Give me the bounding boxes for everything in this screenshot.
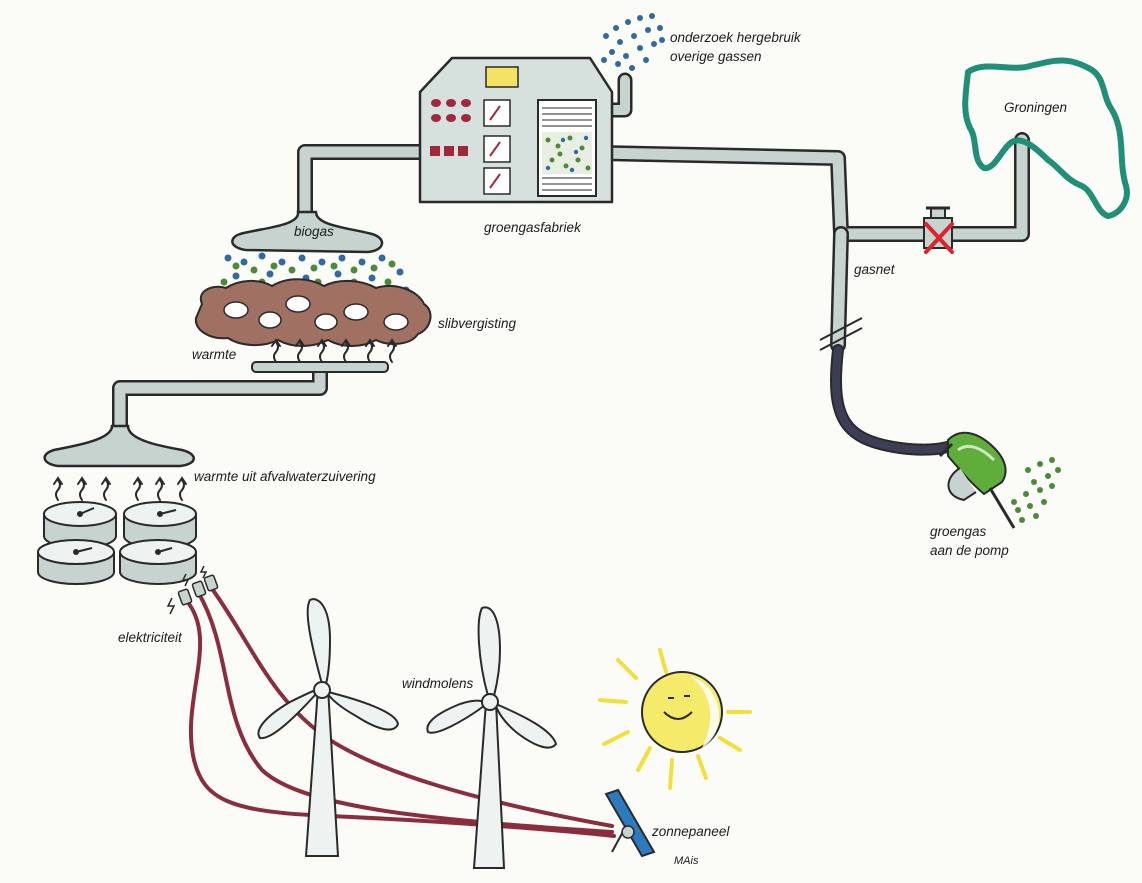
- gas-pump-nozzle-icon: [938, 431, 1016, 529]
- label-heat-from-wastewater: warmte uit afvalwaterzuivering: [194, 469, 376, 484]
- factory-warning-light: [485, 66, 519, 88]
- green-gas-factory: [418, 56, 614, 204]
- label-windmills: windmolens: [402, 676, 474, 691]
- biogas-collector-hood: [231, 210, 384, 254]
- label-heat: warmte: [192, 347, 237, 362]
- sludge-microbes: [223, 295, 409, 331]
- pipe-network: [112, 72, 1030, 436]
- province-groningen-outline: [962, 57, 1130, 219]
- label-green-gas-pump: groengas aan de pomp: [930, 522, 1009, 560]
- artist-signature: MAis: [674, 855, 699, 867]
- wastewater-heat-hood: [43, 424, 195, 468]
- sun-icon: [598, 648, 752, 790]
- pipe-biogas-to-factory: [297, 144, 436, 223]
- electricity-spark-icons: [166, 565, 208, 615]
- label-research-line-2: overige gassen: [670, 49, 762, 64]
- valve-closed: [923, 206, 954, 254]
- label-gas-network: gasnet: [854, 262, 895, 277]
- factory-tank-gas: [542, 132, 592, 174]
- exhaust-gas-bubbles: [601, 13, 665, 71]
- heat-distribution-bar: [251, 361, 389, 373]
- plug-icons: [177, 574, 219, 606]
- label-groningen: Groningen: [1004, 100, 1068, 115]
- wastewater-basins: [37, 501, 197, 585]
- factory-control-lights: [430, 99, 471, 156]
- pipe-break-mark: [819, 317, 863, 351]
- power-cables: [184, 584, 616, 838]
- windmill-1: [257, 598, 400, 857]
- valve-x-icon: [924, 222, 954, 254]
- label-solar-panel: zonnepaneel: [652, 824, 730, 839]
- label-green-gas-line-2: aan de pomp: [930, 543, 1009, 558]
- solar-panel-icon: [604, 788, 656, 858]
- sludge-digester: [194, 278, 432, 347]
- label-research-reuse-gases: onderzoek hergebruik overige gassen: [670, 28, 801, 66]
- pipe-heat-to-digester: [112, 362, 328, 436]
- heat-arrows-wastewater: [53, 476, 187, 501]
- label-biogas: biogas: [294, 224, 334, 239]
- label-green-gas-line-1: groengas: [930, 524, 987, 539]
- label-sludge-digestion: slibvergisting: [438, 316, 517, 331]
- label-green-gas-factory: groengasfabriek: [484, 220, 581, 235]
- heat-arrows-digester: [271, 338, 397, 363]
- label-research-line-1: onderzoek hergebruik: [670, 30, 801, 45]
- label-electricity: elektriciteit: [118, 630, 182, 645]
- windmill-2: [426, 606, 558, 869]
- green-gas-bubbles: [1011, 457, 1061, 523]
- factory-gauges: [483, 99, 511, 195]
